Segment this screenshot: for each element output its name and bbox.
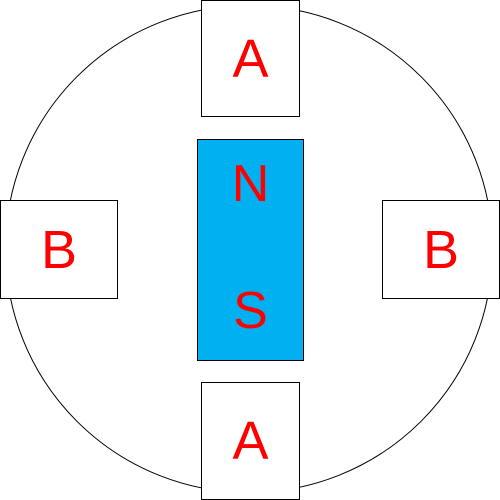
pole-label-left: B [40,219,78,280]
pole-label-bottom: A [232,411,269,471]
rotor-south-label: S [233,282,268,340]
pole-label-right: B [422,219,460,280]
stator-pole-bottom: A [201,382,300,500]
pole-label-top: A [232,28,269,89]
rotor-magnet: N S [197,139,304,361]
rotor-north-label: N [231,155,270,213]
stator-pole-right: B [382,200,500,299]
stator-pole-left: B [0,200,118,299]
stator-pole-top: A [201,0,300,117]
